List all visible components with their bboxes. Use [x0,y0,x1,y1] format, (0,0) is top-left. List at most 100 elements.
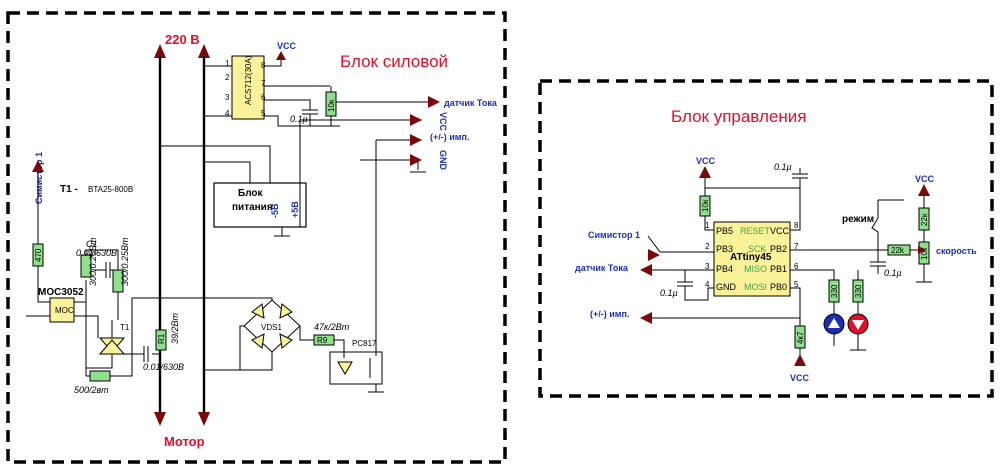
pin-pb4: PB4 [716,264,733,274]
wire-r1-bot [152,350,161,355]
pin-pb5-alt: RESET [740,226,771,236]
wire-snubber-top [85,249,119,270]
r10k-label: 10к [327,99,336,112]
wire-acs-vcc [264,60,282,67]
sensor-arrow [428,96,440,108]
sensor-label: датчик Тока [444,98,498,108]
triac-label: T1 [120,323,130,332]
wire-psu-plus [299,119,344,227]
t1-part: BTA25-800B [88,185,133,194]
power-block-title: Блок силовой [340,52,448,71]
ctl-r10k-b-label: 10к [920,247,929,260]
wire-gnd-out [360,159,419,170]
r300a-label: 300/0.25Вт [88,237,98,286]
moc-label: MOC3052 [38,287,84,298]
v220-arrow-right [198,44,210,58]
pin-pb1: PB1 [770,264,787,274]
cbot-label: 0.01/630В [143,362,184,372]
ctl-cap-top: 0.1µ [774,162,792,172]
power-block-border [6,11,507,464]
diode-3 [251,333,265,349]
wire-r10k-bot [704,216,716,231]
wire-gnd-ctl [684,286,714,301]
r9-label: R9 [317,336,328,345]
vds-label: VDS1 [261,323,282,332]
led-blue-symbol [828,318,840,328]
pin-gnd: GND [716,282,737,292]
ctl-cap-left: 0.1µ [660,288,678,298]
gnd-out-arrow [410,154,422,166]
wire-pb0 [790,287,801,326]
motor-arrow-left [154,412,166,426]
ctl-vcc-bot: VCC [790,373,810,383]
ctl-r22k-v-label: 22к [920,213,929,226]
pin-vcc: VCC [770,226,790,236]
vcc-out-arrow [410,114,422,126]
switch-rezhim [871,200,879,244]
wire-r9-pc [334,339,345,358]
r300b-label: 300/0.25Вт [120,237,130,286]
acs-pin-6: 6 [261,93,266,102]
acs-pin-4: 4 [225,109,230,118]
r500-resistor [89,370,111,382]
ctl-vcc-bot-arrow [794,354,806,366]
ctl-imp: (+/-) имп. [590,309,629,319]
wire-triac-bot [86,354,113,369]
r47-label: 47к/2Вт [314,322,350,332]
control-block-border [538,79,994,398]
ctl-rezhim: режим [842,214,874,225]
acs-cap-label: 0.1µ [290,114,308,124]
diode-4 [279,333,293,349]
wire-moc-in [37,266,50,303]
control-block-title: Блок управления [671,107,806,126]
pin-pb5: PB5 [716,226,733,236]
attiny45-label: ATtiny45 [730,252,772,263]
wire-ctl-vcc-top [704,178,800,189]
r500-label: 500/2вт [74,385,109,395]
pin-num-5: 5 [794,280,799,289]
pin-pb0-alt: MOSI [744,282,767,292]
wire-simistor-ctl [647,235,714,253]
ctl-cap-right: 0.1µ [884,268,902,278]
r1-resistor [155,329,167,351]
pin-num-6: 6 [794,262,799,271]
pin-pb2-alt: SCK [748,244,767,254]
ctl-speed: скорость [936,246,977,256]
wire-psu-r [204,161,251,183]
pin-num-8: 8 [794,221,799,230]
pin-num-3: 3 [705,262,710,271]
acs-pin-8: 8 [261,61,266,70]
acs-pin-2: 2 [225,73,230,82]
pin-num-1: 1 [705,221,710,230]
pin-pb4-alt: MISO [744,264,767,274]
motor-arrow-right [198,412,210,426]
attiny45-chip [713,221,791,297]
wire-acs-gnd [264,115,340,127]
wire-acs-filter [264,99,311,110]
wire-pb1 [790,269,835,280]
wire-moc-4 [74,315,99,338]
led-red-symbol [852,320,864,330]
psu-title-2: питания [232,202,273,213]
ctl-vcc-right: VCC [915,174,935,184]
acs-vcc-label: VCC [277,41,297,51]
imp-out-arrow [410,134,422,146]
psu-title-1: Блок [238,188,264,199]
imp-out-label: (+/-) имп. [430,132,469,142]
acs-pin-5: 5 [261,109,266,118]
ctl-r22k-h-label: 22k [891,246,905,255]
pin-num-4: 4 [705,280,710,289]
wire-pin8 [790,188,801,231]
pot-wiper-arrow [918,246,926,254]
ctl-vcc-top-arrow [699,166,711,178]
simistor-arrow [32,160,44,172]
acs712-chip [231,55,265,120]
ctl-sensor: датчик Тока [575,263,629,273]
ctl-simistor-arrow [648,249,660,261]
wire-psu-l [160,145,271,183]
c1-label: C1 [86,239,98,249]
pc817-body [329,351,383,385]
diode-1 [251,303,265,319]
vcc-out-label: VCC [438,112,448,132]
ctl-sensor-arrow [640,264,652,276]
